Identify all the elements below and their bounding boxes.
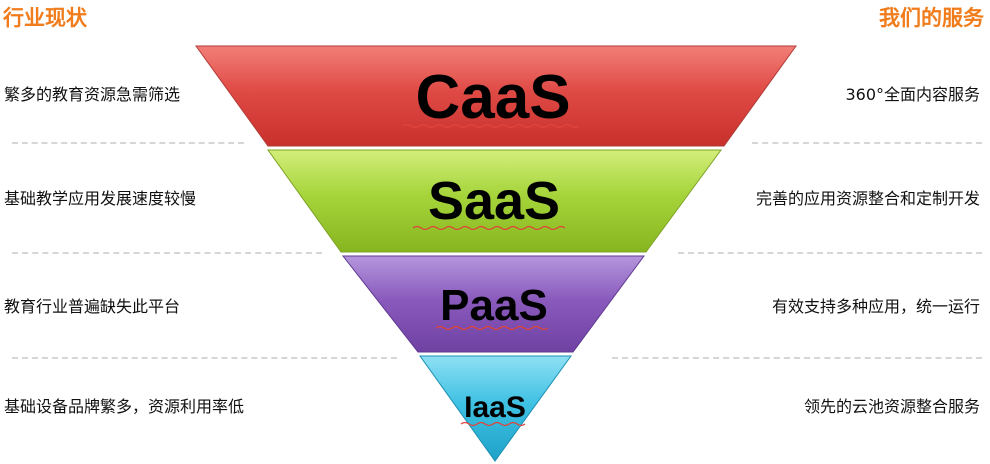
layer-label-iaas: IaaS [464,391,526,424]
row-divider [12,142,244,144]
row-divider [12,357,397,359]
spellcheck-underline [402,123,580,129]
row-divider [678,252,982,254]
funnel-layer-paas [341,255,645,353]
problem-saas: 基础教学应用发展速度较慢 [4,189,197,208]
layer-label-paas: PaaS [440,281,548,330]
our-services-heading: 我们的服务 [879,6,984,30]
problem-paas: 教育行业普遍缺失此平台 [4,297,181,316]
spellcheck-underline [460,421,526,427]
service-paas: 有效支持多种应用，统一运行 [771,297,980,316]
funnel-layer-saas [267,149,722,253]
row-divider [752,142,982,144]
service-saas: 完善的应用资源整合和定制开发 [755,189,980,208]
service-iaas: 领先的云池资源整合服务 [803,397,980,416]
problem-caas: 繁多的教育资源急需筛选 [4,85,181,104]
layer-label-caas: CaaS [415,63,570,132]
row-divider [612,357,982,359]
industry-status-heading: 行业现状 [3,6,87,30]
problem-iaas: 基础设备品牌繁多，资源利用率低 [4,397,245,416]
layer-label-saas: SaaS [428,171,560,231]
row-divider [12,252,322,254]
service-caas: 360°全面内容服务 [845,85,980,104]
spellcheck-underline [435,325,549,331]
funnel-layer-iaas [419,355,572,462]
funnel-layer-caas [195,45,797,147]
spellcheck-underline [412,225,566,231]
